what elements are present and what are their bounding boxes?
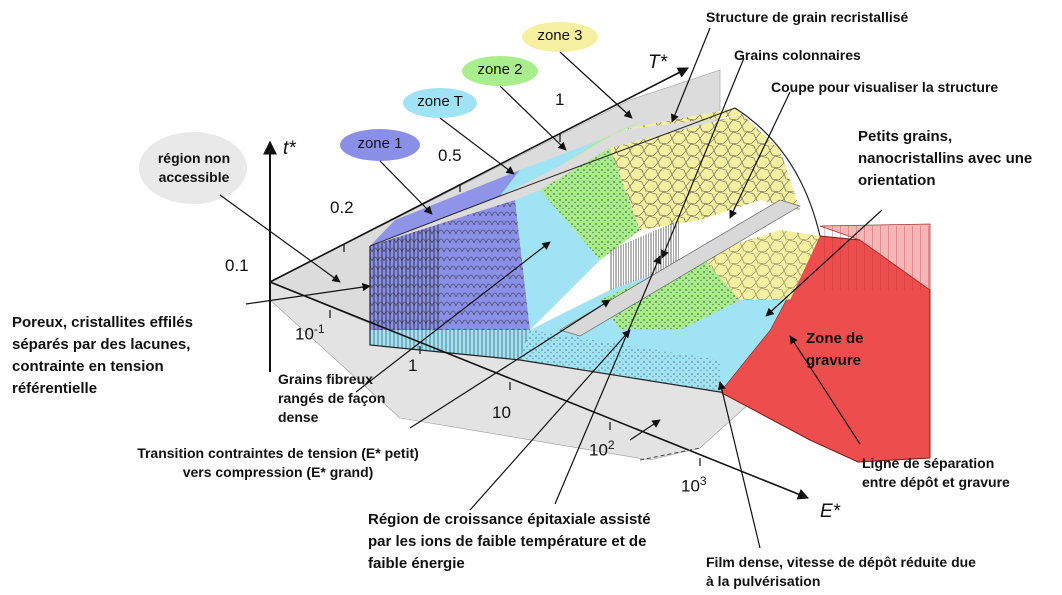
top-zone1 (370, 170, 520, 246)
tick-E-100: 102 (589, 438, 615, 461)
top-zoneT (500, 140, 600, 196)
zone-2-ellipse (462, 56, 538, 86)
small-grains-label: Petits grains, nanocristallins avec une … (858, 128, 1033, 189)
tick-E-10: 10 (492, 403, 511, 422)
non-accessible-ellipse (139, 132, 247, 204)
tick-E-exp: 3 (699, 474, 707, 488)
E-axis-label: E* (820, 501, 841, 522)
tick-E-1: 1 (408, 356, 418, 375)
porous-label: Poreux, cristallites effilés séparés par… (12, 314, 193, 397)
etching-zone-label: Zone de gravure (806, 330, 864, 369)
tick-T-1: 1 (555, 90, 565, 109)
zone-3-ellipse (522, 22, 598, 52)
zone-1-label: zone 1 (357, 135, 403, 152)
non-accessible-label: région non accessible (157, 150, 231, 185)
epitaxial-label: Région de croissance épitaxiale assisté … (368, 511, 651, 572)
zone-T-ellipse (403, 88, 477, 118)
tick-E-exp: -1 (313, 322, 325, 336)
tick-E-base: 10 (295, 324, 314, 344)
tick-T-0.2: 0.2 (330, 198, 354, 217)
tick-E-base: 10 (589, 440, 608, 460)
dense-film-label: Film dense, vitesse de dépôt réduite due… (706, 554, 976, 589)
E-axis (269, 281, 810, 500)
t-axis-label: t* (283, 138, 296, 159)
front-face-zoneT (515, 190, 600, 330)
fibrous-grains-label: Grains fibreux rangés de façon dense (278, 371, 386, 425)
T-axis (269, 67, 689, 283)
zone-T-label: zone T (417, 93, 463, 110)
cut-slot (559, 199, 801, 337)
tick-E-base: 10 (681, 476, 700, 496)
separation-line-label: Ligne de séparation entre dépôt et gravu… (862, 455, 1010, 490)
T-axis-label: T* (648, 52, 667, 73)
section-cut-label: Coupe pour visualiser la structure (771, 79, 999, 95)
zone-2-label: zone 2 (477, 61, 523, 78)
tick-T-0.5: 0.5 (438, 146, 462, 165)
tick-E-0.1: 10-1 (295, 322, 325, 345)
columnar-label: Grains colonnaires (734, 47, 861, 63)
transition-label: Transition contraintes de tension (E* pe… (137, 445, 419, 480)
zone-1-ellipse (340, 129, 420, 161)
tick-E-exp: 2 (607, 438, 615, 452)
zone-3-label: zone 3 (537, 27, 583, 44)
recrystallized-label: Structure de grain recristallisé (706, 9, 909, 25)
tick-E-1000: 103 (681, 474, 707, 497)
tick-T-0.1: 0.1 (225, 256, 249, 275)
